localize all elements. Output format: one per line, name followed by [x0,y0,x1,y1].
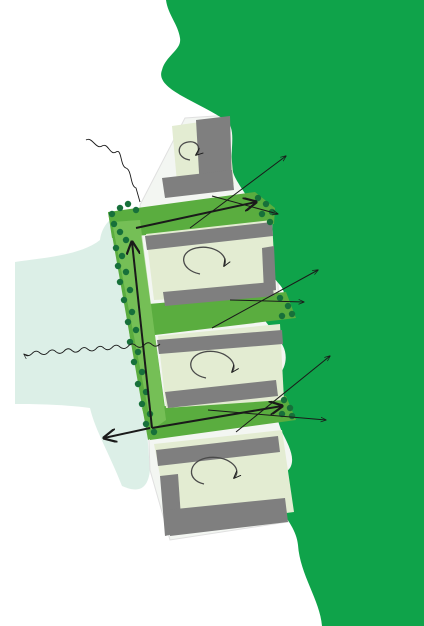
building [166,498,288,536]
wavy-connections [24,138,161,356]
building [262,246,276,292]
tree-dot-icon [122,236,130,244]
tree-dot-icon [288,412,296,420]
tree-dot-icon [262,200,270,208]
tree-dot-icon [114,262,122,270]
arrow-icon [207,409,326,420]
tree-dot-icon [266,218,274,226]
tree-dot-icon [138,400,146,408]
circular-arrow-icon [190,456,236,485]
tree-dot-icon [150,428,158,436]
arrow-icon [211,270,318,329]
buildings [145,116,288,536]
tree-dot-icon [258,210,266,218]
tree-dot-icon [130,358,138,366]
tree-dot-icon [276,294,284,302]
tree-dot-icon [134,380,142,388]
tree-dot-icon [142,420,150,428]
arrow-icon [189,156,286,229]
tree-dot-icon [132,206,140,214]
main-path-arrow [151,406,282,429]
bottom-outgoing-arrow [104,427,151,438]
tree-dot-icon [132,326,140,334]
building [162,170,234,198]
tree-dot-icon [118,252,126,260]
building [163,282,274,306]
main-path-arrow [132,242,153,429]
tree-dot-icon [112,244,120,252]
tree-dot-icon [134,348,142,356]
tree-dot-icon [124,318,132,326]
tree-dot-icon [110,220,118,228]
wavy-arrow-icon [85,138,141,203]
courtyard-circulation [178,141,237,485]
tree-dot-icon [284,302,292,310]
pale-green-zone [15,210,150,490]
circular-arrow-icon [183,246,226,275]
tree-dot-icon [280,396,288,404]
circular-arrow-icon [178,141,199,161]
arrow-icon [235,356,330,433]
wavy-arrow-icon [24,342,161,356]
tree-dot-icon [116,228,124,236]
circular-arrow-icon [190,350,234,379]
tree-dot-icon [278,312,286,320]
tree-dot-icon [108,210,116,218]
tree-dot-icon [138,368,146,376]
tree-dot-icon [124,200,132,208]
tree-dot-icon [126,286,134,294]
arrow-icon [229,300,304,302]
building [165,380,278,408]
tree-dot-icon [116,278,124,286]
tree-dot-icon [128,308,136,316]
tree-dot-icon [286,404,294,412]
tree-dot-icon [254,194,262,202]
tree-dot-icon [116,204,124,212]
tree-dot-icon [288,310,296,318]
tree-dot-icon [122,268,130,276]
main-path-arrow [135,202,256,229]
arrow-icon [211,195,278,214]
building [145,222,273,250]
tree-canopy [108,194,296,436]
tree-dot-icon [120,296,128,304]
building [157,330,283,354]
building [156,436,280,466]
movement-arrows [104,156,330,438]
